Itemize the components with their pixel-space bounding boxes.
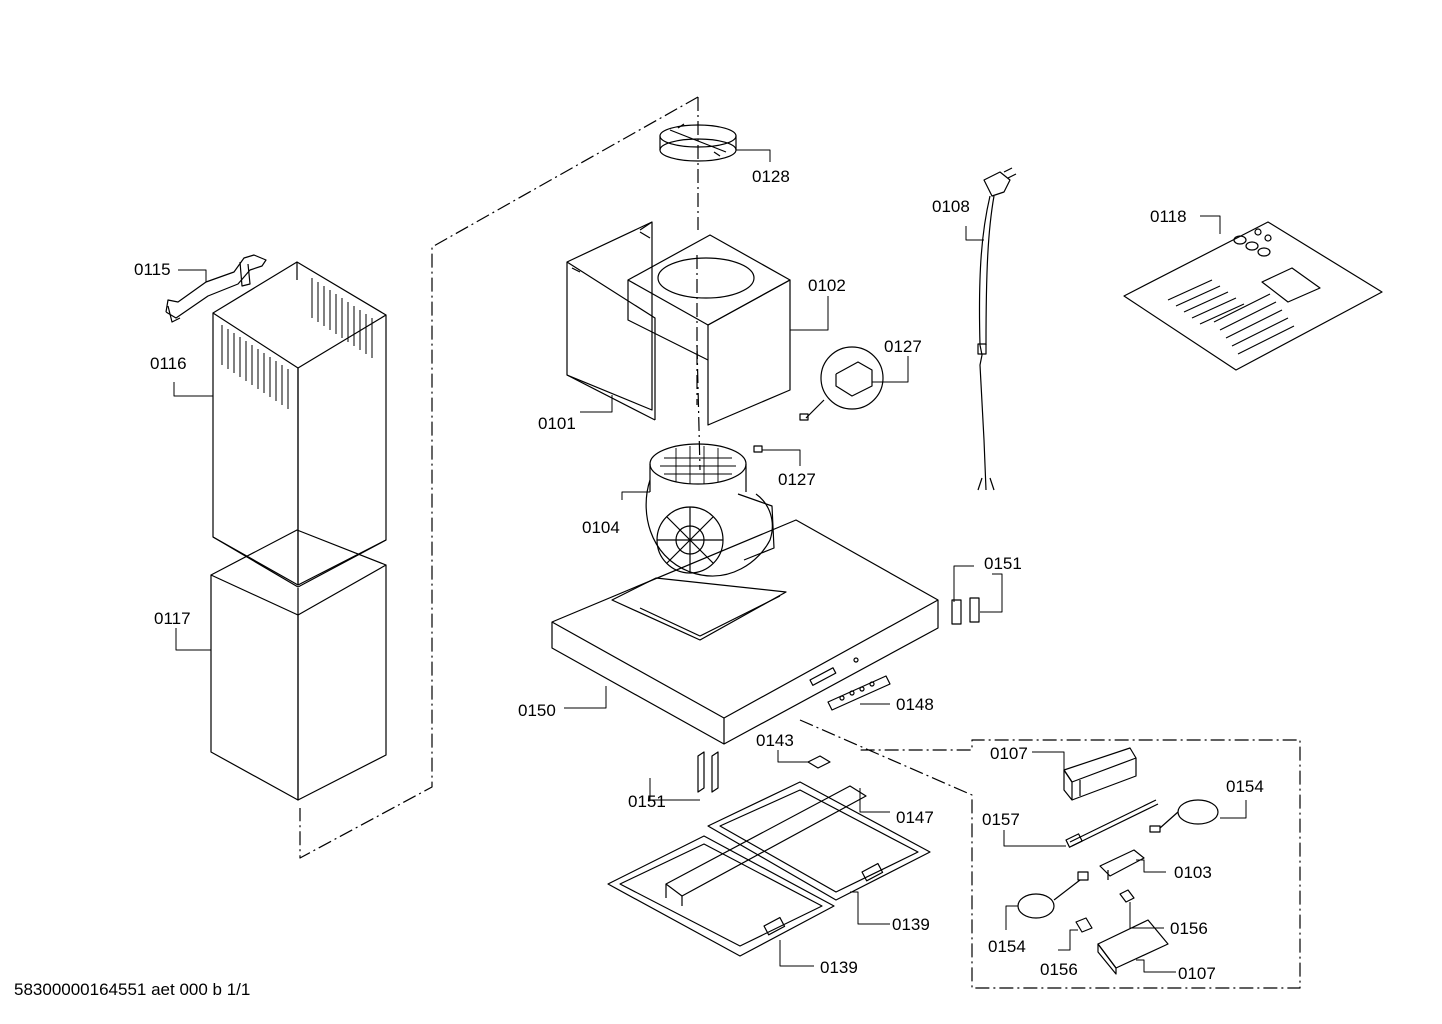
part-0151-end-caps-right: [951, 597, 980, 625]
part-number-labels: 0128 0115 0116 0117 0102 0101 0127 0127 …: [134, 167, 1264, 983]
part-0156-lens-top: [1119, 889, 1135, 903]
part-0107-switch-housing-top: [1063, 747, 1137, 801]
label-0147: 0147: [896, 808, 934, 827]
dashdot-boundary: [299, 96, 1301, 989]
label-0104: 0104: [582, 518, 620, 537]
label-0101: 0101: [538, 414, 576, 433]
document-id: 58300000164551 aet 000 b 1/1: [14, 980, 251, 999]
part-0103-connector: [1099, 849, 1145, 880]
part-0104-fan-motor: [645, 443, 775, 577]
label-0154-bottom: 0154: [988, 937, 1026, 956]
part-0115-bracket: [165, 254, 267, 323]
part-0147-0139-filters: [607, 781, 931, 957]
part-0143-clip: [807, 755, 831, 769]
part-0154-lamp-bottom: [1017, 871, 1089, 919]
label-0154-top: 0154: [1226, 777, 1264, 796]
label-0139-bottom: 0139: [820, 958, 858, 977]
label-0148: 0148: [896, 695, 934, 714]
part-0117-lower-chimney: [210, 529, 387, 801]
label-0151-left: 0151: [628, 792, 666, 811]
label-0107-top: 0107: [990, 744, 1028, 763]
label-0150: 0150: [518, 701, 556, 720]
label-0156-left: 0156: [1040, 960, 1078, 979]
part-0150-hood-body: [551, 519, 939, 745]
label-0117: 0117: [154, 609, 191, 628]
label-0102: 0102: [808, 276, 846, 295]
label-0115: 0115: [134, 260, 171, 279]
leader-lines: [173, 149, 1247, 973]
label-0151-right: 0151: [984, 554, 1022, 573]
part-0118-screw-kit: [1123, 221, 1383, 371]
label-0143: 0143: [756, 731, 794, 750]
part-0151-end-caps-left: [697, 751, 719, 793]
part-0157-wire-harness: [1065, 799, 1159, 848]
part-0148-control-panel: [827, 675, 891, 711]
part-0156-lens-bottom: [1075, 917, 1093, 933]
part-0154-lamp-top: [1149, 799, 1219, 833]
label-0103: 0103: [1174, 863, 1212, 882]
label-0127-lower: 0127: [778, 470, 816, 489]
part-0101-0102-mounting-frame: [566, 221, 791, 426]
label-0157: 0157: [982, 810, 1020, 829]
label-0128: 0128: [752, 167, 790, 186]
part-0127-clip-detail: [753, 346, 884, 453]
part-0108-power-cord: [977, 167, 1017, 491]
label-0127-upper: 0127: [884, 337, 922, 356]
label-0107-bottom: 0107: [1178, 964, 1216, 983]
label-0108: 0108: [932, 197, 970, 216]
label-0118: 0118: [1150, 207, 1187, 226]
part-0116-upper-chimney: [212, 261, 387, 588]
label-0156-right: 0156: [1170, 919, 1208, 938]
label-0116: 0116: [150, 354, 187, 373]
label-0139-right: 0139: [892, 915, 930, 934]
